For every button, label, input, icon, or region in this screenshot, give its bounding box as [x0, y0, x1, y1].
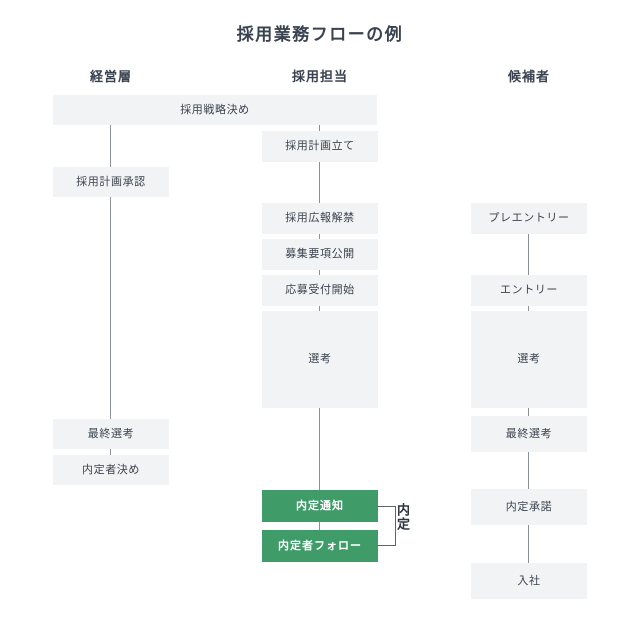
node-requirements-public[interactable]: 募集要項公開 — [262, 239, 378, 270]
connector-selection-to-offer-notice — [319, 408, 320, 490]
connector-offer-accept-to-join — [528, 525, 529, 563]
connector-application-open-to-selection — [319, 305, 320, 312]
connector-pr-release-to-requirements — [319, 233, 320, 240]
connector-offer-notice-to-offer-follow — [319, 522, 320, 530]
connector-strategy-to-plan-draft — [319, 124, 320, 132]
node-strategy[interactable]: 採用戦略決め — [53, 95, 377, 125]
connector-requirements-to-application-open — [319, 269, 320, 276]
node-selection-recruiter[interactable]: 選考 — [262, 311, 378, 408]
offer-bracket-label: 内定 — [395, 503, 410, 531]
connector-strategy-to-plan-approval — [110, 124, 111, 169]
node-plan-approval[interactable]: 採用計画承認 — [53, 167, 169, 197]
node-offer-decision[interactable]: 内定者決め — [53, 455, 169, 485]
node-entry[interactable]: エントリー — [471, 275, 587, 306]
node-offer-accept[interactable]: 内定承諾 — [471, 489, 587, 525]
connector-entry-to-selection — [528, 305, 529, 312]
connector-plan-draft-to-pr-release — [319, 162, 320, 204]
connector-final-selection-to-offer-accept — [528, 452, 529, 489]
node-plan-draft[interactable]: 採用計画立て — [262, 131, 378, 162]
node-pre-entry[interactable]: プレエントリー — [471, 203, 587, 234]
node-application-open[interactable]: 応募受付開始 — [262, 275, 378, 306]
node-offer-follow[interactable]: 内定者フォロー — [262, 530, 378, 562]
column-header-candidate: 候補者 — [507, 69, 550, 84]
connector-pre-entry-to-entry — [528, 233, 529, 276]
node-pr-release[interactable]: 採用広報解禁 — [262, 203, 378, 234]
node-offer-notice[interactable]: 内定通知 — [262, 490, 378, 522]
page-title: 採用業務フローの例 — [236, 25, 404, 44]
column-header-management: 経営層 — [89, 69, 132, 84]
column-header-recruiter: 採用担当 — [291, 69, 348, 84]
connector-candidate-selection-to-final-selection — [528, 408, 529, 416]
node-final-selection-management[interactable]: 最終選考 — [53, 419, 169, 449]
node-selection-candidate[interactable]: 選考 — [471, 311, 587, 408]
node-final-selection-candidate[interactable]: 最終選考 — [471, 416, 587, 452]
connector-plan-approval-to-final-selection — [110, 196, 111, 421]
node-join[interactable]: 入社 — [471, 563, 587, 599]
offer-bracket — [378, 506, 396, 546]
connector-final-selection-to-offer-decision — [110, 449, 111, 456]
